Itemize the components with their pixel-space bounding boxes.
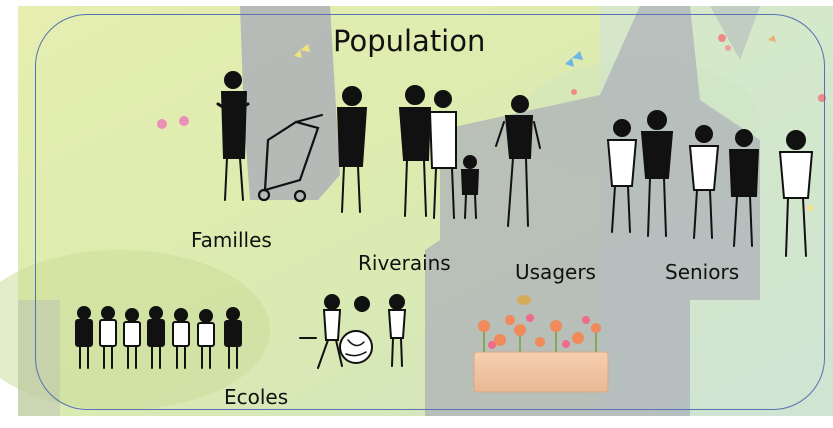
label-riverains: Riverains [358, 251, 451, 275]
family-adult-figure [216, 71, 250, 201]
population-title: Population [333, 24, 486, 58]
riverains-figures [336, 85, 480, 219]
label-ecoles: Ecoles [224, 385, 289, 409]
wild-flowers [157, 34, 826, 211]
population-frame [35, 14, 825, 410]
label-familles: Familles [191, 228, 272, 252]
usagers-figure [495, 95, 541, 227]
seniors-figures [606, 110, 814, 257]
label-usagers: Usagers [515, 260, 596, 284]
bee-icon [517, 295, 531, 305]
stroller-icon [257, 113, 324, 203]
school-children-row [75, 306, 242, 369]
label-seniors: Seniors [665, 260, 740, 284]
flower-planter [473, 295, 609, 393]
children-with-globe [299, 294, 407, 369]
